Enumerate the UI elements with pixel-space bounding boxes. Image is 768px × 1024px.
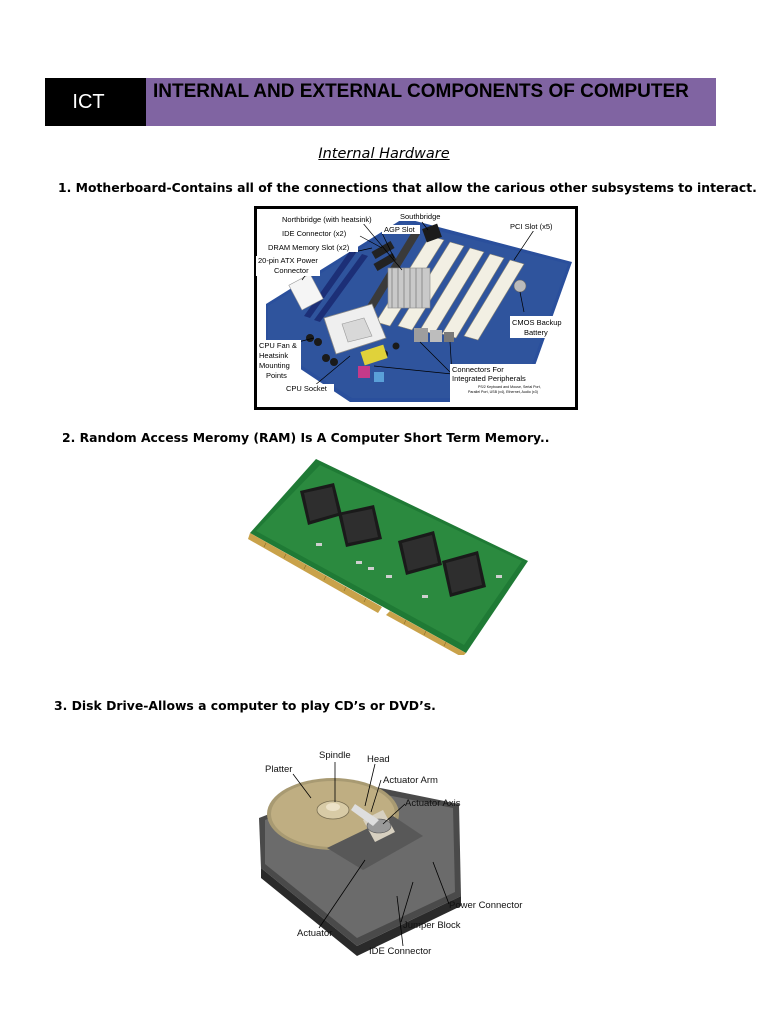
- label-fan-2: Heatsink: [259, 351, 288, 360]
- label-fan-1: CPU Fan &: [259, 341, 297, 350]
- label-actuator-axis: Actuator Axis: [405, 798, 461, 809]
- label-jumper-block: Jumper Block: [403, 920, 461, 931]
- page-title: INTERNAL AND EXTERNAL COMPONENTS OF COMP…: [146, 78, 716, 126]
- label-head: Head: [367, 754, 390, 765]
- ict-badge: ICT: [45, 78, 146, 126]
- label-cmos-1: CMOS Backup: [512, 318, 562, 327]
- hard-disk-image: Spindle Head Platter Actuator Arm Actuat…: [259, 750, 522, 957]
- label-connectors-1: Connectors For: [452, 365, 504, 374]
- label-tiny-2: Parallel Port, USB (x4), Ethernet, Audio…: [468, 390, 538, 394]
- label-atx-1: 20-pin ATX Power: [258, 256, 318, 265]
- label-fan-4: Points: [266, 371, 287, 380]
- label-northbridge: Northbridge (with heatsink): [282, 215, 372, 224]
- section-title: Internal Hardware: [318, 146, 450, 162]
- page-header: ICT INTERNAL AND EXTERNAL COMPONENTS OF …: [45, 78, 716, 126]
- label-cmos-2: Battery: [524, 328, 548, 337]
- label-dram: DRAM Memory Slot (x2): [268, 243, 350, 252]
- ram-image: [248, 459, 528, 655]
- label-agp: AGP Slot: [384, 225, 416, 234]
- item-motherboard: 1. Motherboard-Contains all of the conne…: [58, 180, 757, 195]
- label-cpu-socket: CPU Socket: [286, 384, 328, 393]
- label-atx-2: Connector: [274, 266, 309, 275]
- label-actuator: Actuator: [297, 928, 332, 939]
- label-fan-3: Mounting: [259, 361, 290, 370]
- item-disk-drive: 3. Disk Drive-Allows a computer to play …: [54, 698, 436, 713]
- label-ide-connector: IDE Connector: [369, 946, 431, 957]
- label-ide: IDE Connector (x2): [282, 229, 347, 238]
- label-tiny-1: PS/2 Keyboard and Mouse, Serial Port,: [478, 385, 541, 389]
- motherboard-image: Northbridge (with heatsink) Southbridge …: [254, 206, 578, 410]
- label-power-connector: Power Connector: [449, 900, 522, 911]
- label-pci: PCI Slot (x5): [510, 222, 553, 231]
- label-actuator-arm: Actuator Arm: [383, 775, 438, 786]
- label-platter: Platter: [265, 764, 292, 775]
- item-ram: 2. Random Access Meromy (RAM) Is A Compu…: [62, 430, 550, 445]
- label-connectors-2: Integrated Peripherals: [452, 374, 526, 383]
- label-spindle: Spindle: [319, 750, 351, 761]
- label-southbridge: Southbridge: [400, 212, 440, 221]
